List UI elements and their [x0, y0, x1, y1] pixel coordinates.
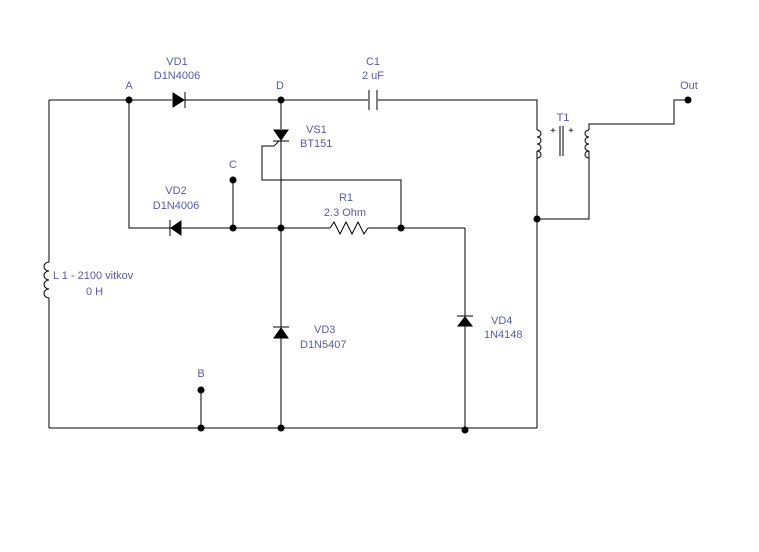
- junction-vd3-bottom: [277, 424, 285, 432]
- wire-a-to-vd2: [128, 100, 170, 229]
- junction-b: [197, 386, 205, 394]
- wire-c1-to-t1: [378, 99, 538, 127]
- vd4-value-label: 1N4148: [484, 329, 523, 341]
- vd2-value-label: D1N4006: [153, 200, 199, 212]
- node-b-label: B: [197, 368, 204, 380]
- junction-r1-right: [397, 224, 405, 232]
- junction-t1-sec: [533, 215, 541, 223]
- junction-b-bottom: [197, 424, 205, 432]
- c1-ref-label: C1: [366, 56, 380, 68]
- l1-inductor-symbol: [43, 261, 50, 299]
- wire-gate-loop: [261, 145, 402, 228]
- vd3-diode-symbol: [273, 326, 289, 339]
- l1-ref-label: L 1 - 2100 vitkov: [53, 270, 134, 282]
- vd2-diode-symbol: [169, 220, 182, 236]
- node-out-label: Out: [680, 80, 698, 92]
- vs1-value-label: BT151: [300, 138, 332, 150]
- vs1-ref-label: VS1: [306, 124, 327, 136]
- t1-secondary-dot: +: [568, 126, 574, 136]
- r1-ref-label: R1: [339, 192, 353, 204]
- vd1-diode-symbol: [172, 92, 186, 108]
- vd1-value-label: D1N4006: [154, 70, 200, 82]
- node-a-label: A: [125, 80, 133, 92]
- node-d-label: D: [276, 80, 284, 92]
- c1-capacitor-symbol: [368, 90, 378, 110]
- junction-d-row: [277, 224, 285, 232]
- l1-value-label: 0 H: [86, 286, 103, 298]
- c1-value-label: 2 uF: [362, 70, 384, 82]
- junction-c-row: [229, 224, 237, 232]
- junction-vd4-bottom: [461, 426, 469, 434]
- wire-t1-sec-loop: [537, 154, 590, 220]
- vd4-diode-symbol: [456, 315, 474, 327]
- node-c-label: C: [229, 159, 237, 171]
- vs1-thyristor-symbol: [273, 129, 289, 147]
- vd3-value-label: D1N5407: [300, 339, 346, 351]
- r1-resistor-symbol: [329, 220, 369, 236]
- t1-transformer-symbol: [536, 126, 590, 159]
- junction-c: [229, 176, 237, 184]
- wire-t1-to-out: [588, 99, 688, 127]
- r1-value-label: 2.3 Ohm: [324, 207, 366, 219]
- vd4-ref-label: VD4: [491, 315, 512, 327]
- vd1-ref-label: VD1: [166, 56, 187, 68]
- junction-a: [125, 96, 133, 104]
- junctions: [125, 96, 692, 434]
- wires: [48, 99, 688, 430]
- t1-primary-dot: +: [550, 126, 556, 136]
- junction-out: [684, 96, 692, 104]
- junction-d: [277, 96, 285, 104]
- vd2-ref-label: VD2: [165, 185, 186, 197]
- t1-ref-label: T1: [557, 112, 570, 124]
- vd3-ref-label: VD3: [314, 324, 335, 336]
